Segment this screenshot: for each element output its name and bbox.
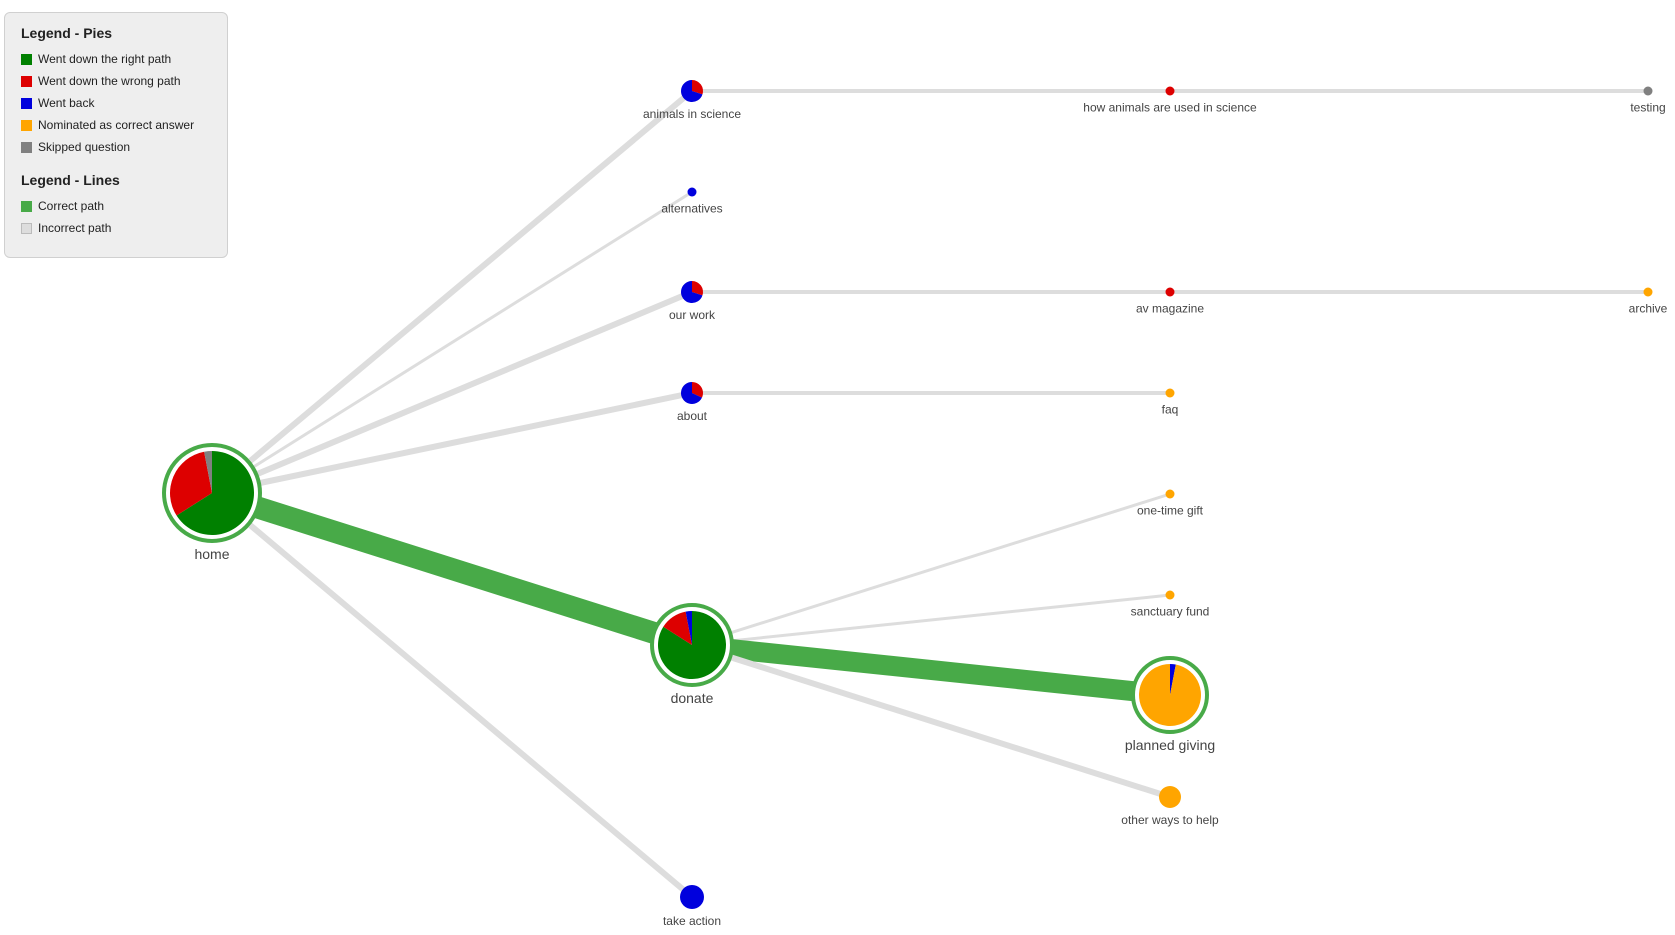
node-home[interactable]: home [162,443,262,562]
node-other-ways-to-help[interactable]: other ways to help [1121,786,1219,827]
legend-item-wrong-path: Went down the wrong path [21,70,227,92]
pie-slice-nominated [1165,590,1175,600]
node-label-one-time-gift: one-time gift [1137,504,1204,518]
legend-item-label: Went down the right path [38,52,172,66]
pie-slice-back [681,382,702,404]
node-av-magazine[interactable]: av magazine [1136,287,1204,316]
legend-item-nominated: Nominated as correct answer [21,114,227,136]
pie-slice-back [681,281,703,304]
pie-slice-right [176,451,254,535]
node-alternatives[interactable]: alternatives [661,187,723,216]
pie-slice-back [687,187,697,197]
node-label-planned-giving: planned giving [1125,737,1215,753]
node-label-how-animals-are-used-in-science: how animals are used in science [1083,101,1257,115]
pie-slice-back [685,611,692,645]
node-archive[interactable]: archive [1629,287,1668,316]
node-label-testing: testing [1630,101,1665,115]
legend-lines-title: Legend - Lines [21,172,120,188]
node-one-time-gift[interactable]: one-time gift [1137,489,1204,518]
edge-home-to-our-work [210,289,694,496]
node-our-work[interactable]: our work [669,281,716,322]
pie-slice-skipped [1643,86,1653,96]
pie-slice-back [680,885,704,909]
node-label-donate: donate [671,690,714,706]
legend-item-label: Went back [38,96,95,110]
legend-lines-list: Correct path Incorrect path [21,195,227,239]
legend-swatch-icon [21,53,32,65]
legend-item-incorrect-path: Incorrect path [21,217,227,239]
legend-item-skipped: Skipped question [21,136,227,158]
node-label-av-magazine: av magazine [1136,302,1204,316]
pie-slice-back [681,80,703,102]
legend-pies-list: Went down the right path Went down the w… [21,48,227,158]
pie-slice-nominated [1159,786,1181,808]
legend-item-label: Went down the wrong path [38,74,181,88]
node-take-action[interactable]: take action [663,885,721,928]
pie-slice-wrong [663,611,692,645]
pie-slice-wrong [692,80,704,95]
pie-slice-skipped [204,451,212,493]
pie-slice-wrong [1165,86,1175,96]
legend-swatch-icon [21,97,32,109]
legend-item-correct-path: Correct path [21,195,227,217]
node-label-archive: archive [1629,302,1668,316]
node-planned-giving[interactable]: planned giving [1125,656,1215,753]
edge-home-to-take-action [210,490,694,900]
pie-slice-wrong [692,281,704,296]
edge-home-to-donate [208,482,696,656]
legend-item-label: Skipped question [38,140,131,154]
node-label-sanctuary-fund: sanctuary fund [1131,605,1210,619]
node-label-take-action: take action [663,914,721,928]
edge-home-to-alternatives [211,190,693,495]
pie-slice-back [1170,663,1176,695]
legend-item-label: Incorrect path [38,221,112,235]
node-layer: home animals in science alternatives our wo… [162,80,1668,928]
pie-slice-wrong [692,382,703,398]
legend-swatch-icon [21,141,32,153]
node-about[interactable]: about [677,382,708,423]
node-faq[interactable]: faq [1162,388,1179,417]
edge-donate-to-sanctuary-fund [691,593,1171,647]
pie-slice-nominated [1643,287,1653,297]
node-label-alternatives: alternatives [661,202,722,216]
node-sanctuary-fund[interactable]: sanctuary fund [1131,590,1210,619]
legend-item-right-path: Went down the right path [21,48,227,70]
edge-donate-to-planned-giving [690,635,1172,705]
legend-panel: Legend - Pies Went down the right path W… [4,12,228,258]
edge-donate-to-one-time-gift [691,492,1171,647]
edge-donate-to-other-ways-to-help [691,642,1171,800]
node-animals-in-science[interactable]: animals in science [643,80,741,121]
edge-home-to-animals-in-science [210,88,694,496]
node-testing[interactable]: testing [1630,86,1666,115]
node-label-animals-in-science: animals in science [643,107,741,121]
node-how-animals-are-used-in-science[interactable]: how animals are used in science [1083,86,1257,115]
pie-slice-nominated [1138,664,1201,726]
edge-layer [208,88,1648,900]
pie-slice-nominated [1165,388,1175,398]
node-label-home: home [194,546,229,562]
legend-item-label: Correct path [38,199,105,213]
legend-pies-title: Legend - Pies [21,25,113,41]
node-label-about: about [677,409,708,423]
pie-slice-nominated [1165,489,1175,499]
legend-item-went-back: Went back [21,92,227,114]
node-donate[interactable]: donate [650,603,734,706]
node-label-other-ways-to-help: other ways to help [1121,813,1219,827]
edge-home-to-about [211,390,693,496]
pie-slice-wrong [170,451,212,516]
legend-swatch-icon [21,119,32,131]
node-label-faq: faq [1162,403,1179,417]
legend-item-label: Nominated as correct answer [38,118,195,132]
legend-swatch-icon [21,222,32,234]
legend-swatch-icon [21,75,32,87]
pie-slice-wrong [1165,287,1175,297]
node-label-our-work: our work [669,308,716,322]
legend-swatch-icon [21,200,32,212]
